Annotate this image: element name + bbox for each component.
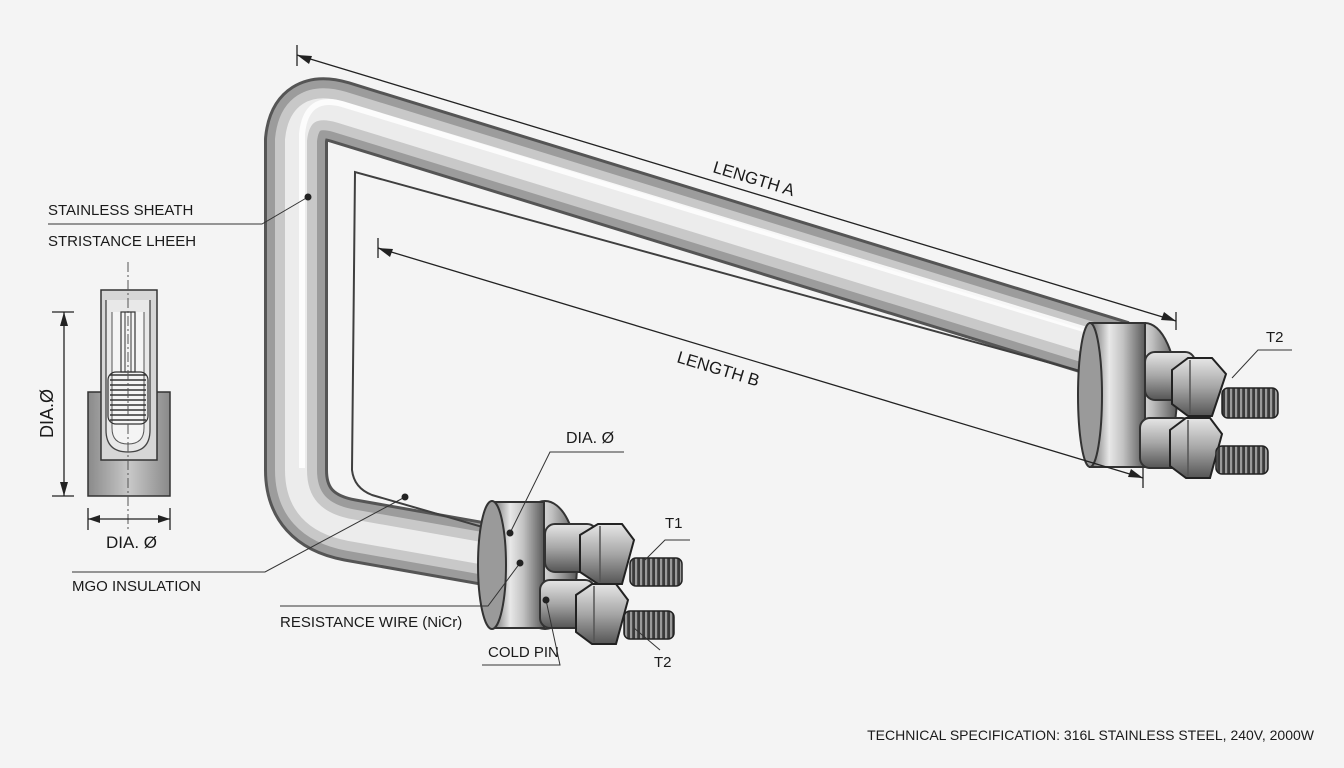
dia-section-label: DIA. Ø	[106, 533, 157, 552]
lower-terminal	[477, 500, 683, 645]
stainless-sheath-duplicate-label: STRISTANCE LHEEH	[48, 233, 196, 250]
dia-callout-label: DIA. Ø	[566, 430, 614, 447]
upper-terminal	[1077, 322, 1279, 479]
resistance-wire-label: RESISTANCE WIRE (NiCr)	[280, 614, 462, 631]
stainless-sheath-label: STAINLESS SHEATH	[48, 202, 193, 219]
dimension-section-width	[87, 508, 171, 530]
hex-nut-icon	[1169, 357, 1228, 479]
hex-nut-icon	[575, 523, 636, 645]
dimension-length-b	[377, 238, 1144, 488]
threaded-stud-icon	[623, 557, 683, 640]
mgo-insulation-label: MGO INSULATION	[72, 578, 201, 595]
t1-label: T1	[665, 515, 683, 532]
cold-pin-label: COLD PIN	[488, 644, 559, 661]
technical-specification: TECHNICAL SPECIFICATION: 316L STAINLESS …	[867, 727, 1315, 743]
length-b-label: LENGTH B	[675, 348, 762, 391]
cross-section-icon	[87, 262, 171, 530]
threaded-stud-icon	[1215, 387, 1279, 475]
dimension-section-height	[52, 311, 74, 497]
dia-vertical-label: DIA.Ø	[37, 389, 57, 438]
t2-upper-label: T2	[1266, 329, 1284, 346]
t2-lower-label: T2	[654, 654, 672, 671]
heater-tube	[264, 77, 1130, 592]
dimension-length-a	[296, 45, 1177, 330]
leader-lines	[48, 193, 1292, 666]
